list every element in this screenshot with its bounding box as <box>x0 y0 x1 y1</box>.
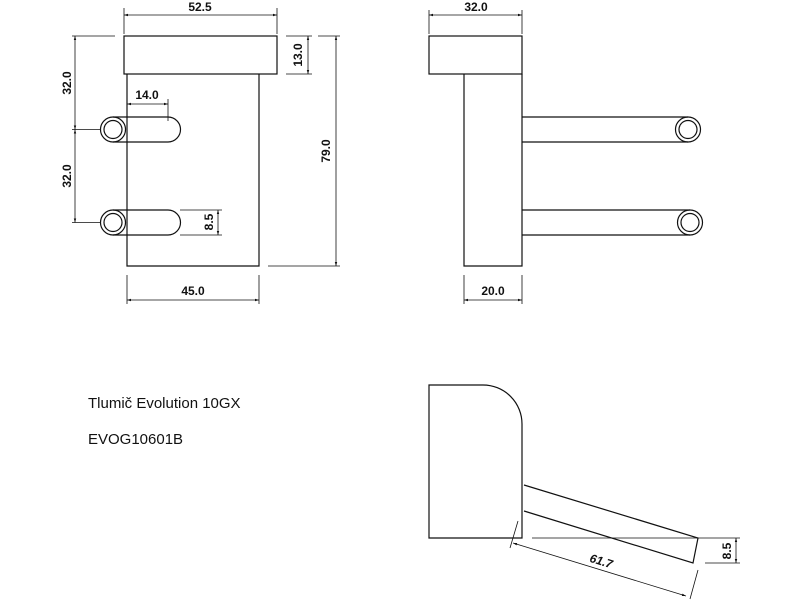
front-peg-upper <box>99 116 182 143</box>
side-cap <box>428 35 523 75</box>
dim-total-height: 79.0 <box>319 139 333 163</box>
bottom-peg <box>523 484 699 564</box>
front-body <box>126 74 260 267</box>
dim-body-depth: 20.0 <box>481 284 505 298</box>
product-name: Tlumič Evolution 10GX <box>88 395 241 412</box>
side-view: 32.0 20.0 <box>428 0 704 304</box>
front-view: 52.5 13.0 79.0 32.0 32.0 14.0 8.5 45.0 <box>60 0 340 304</box>
dim-spacing-top: 32.0 <box>60 71 74 95</box>
bottom-body <box>428 384 523 539</box>
side-peg-upper <box>522 116 702 143</box>
front-peg-lower <box>99 209 182 236</box>
bottom-view: 8.5 61.7 <box>428 384 740 600</box>
front-cap <box>123 35 278 75</box>
dim-spacing-bottom: 32.0 <box>60 164 74 188</box>
side-body <box>463 74 523 267</box>
dim-cap-height: 13.0 <box>291 43 305 67</box>
dim-cap-width: 52.5 <box>188 0 212 14</box>
side-peg-lower <box>522 209 704 236</box>
dim-cap-depth: 32.0 <box>464 0 488 14</box>
product-code: EVOG10601B <box>88 431 184 448</box>
dim-body-width: 45.0 <box>181 284 205 298</box>
dim-peg-length: 61.7 <box>588 551 616 572</box>
dim-peg-diameter: 8.5 <box>202 213 216 230</box>
dim-bottom-peg-diameter: 8.5 <box>720 542 734 559</box>
dim-slot-length: 14.0 <box>135 88 159 102</box>
